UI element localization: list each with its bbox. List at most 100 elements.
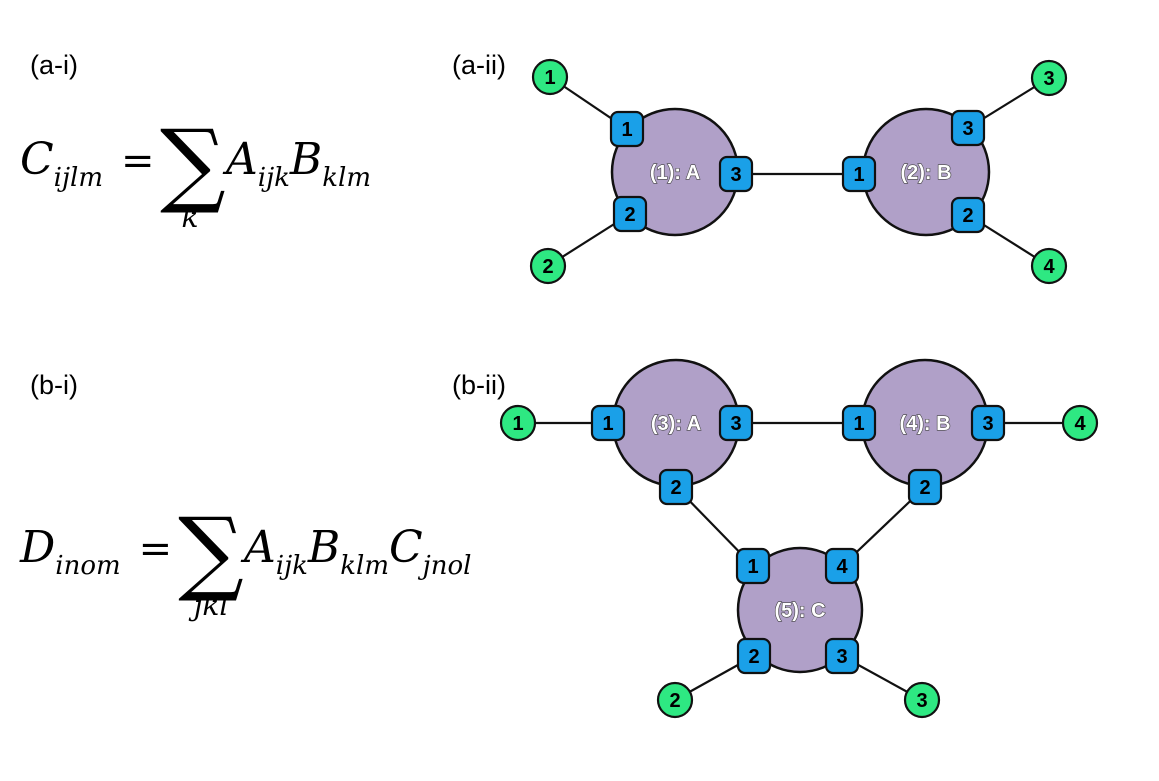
leg-a-2-label: 2: [542, 256, 553, 278]
port-a-2-3-label: 3: [962, 118, 973, 140]
leg-a-1: 1: [531, 58, 569, 96]
tensor-b-5-label: (5): C: [774, 600, 825, 622]
port-b-5-3-box: [824, 637, 860, 675]
port-a-2-2: 2: [950, 196, 986, 234]
equation-a-term-1: A: [226, 134, 258, 185]
leg-b-3: 3: [903, 681, 941, 719]
leg-b-4: 4: [1061, 404, 1099, 442]
port-b-5-4-box: [824, 547, 860, 585]
leg-a-1-label: 1: [544, 67, 555, 89]
equation-b-lhs-sub: inom: [55, 551, 121, 581]
port-b-5-1: 1: [735, 547, 771, 585]
port-a-2-1: 1: [841, 155, 877, 193]
port-b-3-2: 2: [658, 468, 694, 506]
tensor-b-4: (4): B: [860, 358, 990, 488]
leg-a-4-circle: [1030, 247, 1068, 285]
port-a-1-1-label: 1: [621, 119, 632, 141]
tensor-a-2-label: (2): B: [900, 162, 951, 184]
leg-b-4-circle: [1061, 404, 1099, 442]
panel-label-a-ii: (a-ii): [452, 50, 506, 80]
leg-b-1: 1: [499, 404, 537, 442]
port-a-1-3-box: [718, 155, 754, 193]
sum-symbol: ∑: [160, 110, 226, 217]
equation-a-lhs-sub: ijlm: [53, 163, 104, 193]
port-a-1-3-label: 3: [730, 164, 741, 186]
equation-b-term-1: A: [244, 522, 276, 573]
tensor-b-4-label: (4): B: [899, 413, 950, 435]
equation-b-term-3-sub: jnol: [422, 551, 472, 581]
leg-b-3-label: 3: [916, 690, 927, 712]
leg-b-2-label: 2: [669, 690, 680, 712]
equation-b-term-3: C: [389, 522, 423, 573]
leg-a-4: 4: [1030, 247, 1068, 285]
port-b-3-2-box: [658, 468, 694, 506]
leg-a-2: 2: [529, 247, 567, 285]
equation-a-sum: ∑ k: [160, 110, 226, 234]
port-a-1-1: 1: [609, 110, 645, 148]
leg-a-1-circle: [531, 58, 569, 96]
leg-b-2: 2: [656, 681, 694, 719]
port-b-4-2-label: 2: [919, 477, 930, 499]
equation-a-sum-index: k: [181, 201, 199, 234]
port-b-3-3: 3: [718, 404, 754, 442]
leg-a-3-circle: [1030, 59, 1068, 97]
equation-b-term-2-sub: klm: [340, 551, 389, 581]
equation-b-rhs: AijkBklmCjnol: [244, 522, 471, 581]
port-a-2-3-box: [950, 109, 986, 147]
leg-a-2-circle: [529, 247, 567, 285]
legs-layer: 1 2 3 4 1 4 2 3: [499, 58, 1099, 719]
leg-b-1-label: 1: [512, 413, 523, 435]
tensor-b-3-label: (3): A: [651, 413, 701, 435]
equation-b-lhs: D: [20, 522, 56, 573]
leg-a-4-label: 4: [1043, 256, 1055, 278]
port-b-4-2: 2: [907, 468, 943, 506]
port-a-1-2: 2: [612, 195, 648, 233]
equation-b-term-1-sub: ijk: [275, 551, 308, 581]
port-b-3-1-box: [590, 404, 626, 442]
port-b-5-4-label: 4: [836, 556, 848, 578]
equation-a-term-2-sub: klm: [322, 163, 371, 193]
port-b-4-1-box: [841, 404, 877, 442]
port-a-2-1-label: 1: [853, 164, 864, 186]
leg-a-3-label: 3: [1043, 68, 1054, 90]
port-b-5-1-label: 1: [747, 556, 758, 578]
leg-b-4-label: 4: [1074, 413, 1086, 435]
leg-a-3: 3: [1030, 59, 1068, 97]
port-b-5-2: 2: [736, 637, 772, 675]
port-b-4-1-label: 1: [853, 413, 864, 435]
port-b-3-3-label: 3: [730, 413, 741, 435]
equation-b: Dinom =: [20, 522, 190, 581]
equation-a-equals: =: [121, 138, 155, 184]
port-b-5-2-box: [736, 637, 772, 675]
port-b-5-3-label: 3: [836, 646, 847, 668]
port-b-5-1-box: [735, 547, 771, 585]
equation-a-lhs: C: [20, 134, 54, 185]
port-b-5-2-label: 2: [748, 646, 759, 668]
port-b-3-1-label: 1: [602, 413, 613, 435]
port-b-4-3: 3: [970, 404, 1006, 442]
equation-a: Cijlm =: [20, 134, 173, 193]
port-b-5-3: 3: [824, 637, 860, 675]
equation-a-term-2: B: [289, 134, 323, 185]
port-a-1-2-box: [612, 195, 648, 233]
port-b-4-2-box: [907, 468, 943, 506]
port-a-2-2-box: [950, 196, 986, 234]
equation-b-sum-index: jkl: [193, 589, 229, 622]
equation-b-term-2: B: [307, 522, 341, 573]
tensors-layer: (1): A (2): B (3): A (4): B (5): C: [610, 107, 991, 674]
port-a-1-3: 3: [718, 155, 754, 193]
ports-layer: 1 2 3 1 3 2 1 3 2 1 3 2 1 4 2 3: [590, 109, 1006, 675]
panel-label-b-ii: (b-ii): [452, 370, 506, 400]
tensor-a-1-label: (1): A: [650, 162, 700, 184]
port-a-2-1-box: [841, 155, 877, 193]
leg-b-3-circle: [903, 681, 941, 719]
port-a-1-2-label: 2: [624, 204, 635, 226]
equation-b-equals: =: [138, 526, 173, 572]
leg-b-1-circle: [499, 404, 537, 442]
sum-symbol: ∑: [178, 498, 244, 605]
equation-a-rhs: AijkBklm: [226, 134, 371, 193]
panel-label-a-i: (a-i): [30, 50, 78, 80]
port-b-3-2-label: 2: [670, 477, 681, 499]
equation-b-sum: ∑ jkl: [178, 506, 244, 620]
